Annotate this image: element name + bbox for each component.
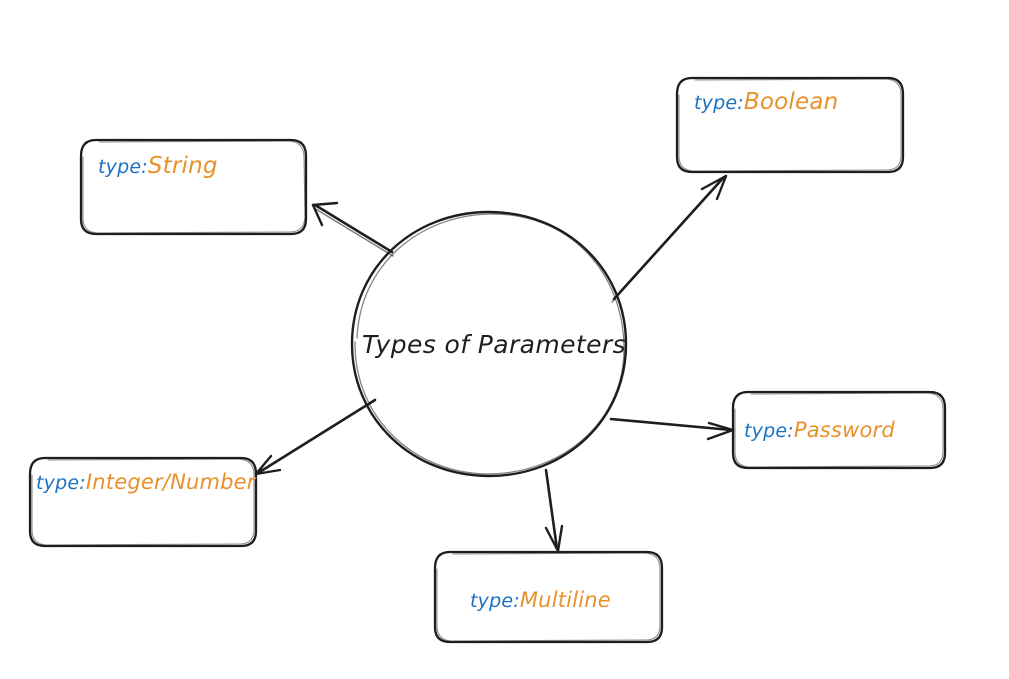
arrow-center-to-multiline	[544, 468, 564, 553]
arrow-center-to-password	[609, 417, 735, 441]
node-integer-number-box[interactable]	[28, 456, 258, 548]
node-password-box[interactable]	[731, 390, 947, 470]
arrow-center-to-boolean	[611, 174, 728, 303]
node-boolean-box[interactable]	[675, 76, 905, 174]
arrow-center-to-integer-number	[254, 398, 377, 476]
node-string-box[interactable]	[79, 138, 308, 236]
node-multiline-box[interactable]	[433, 550, 664, 644]
center-node-circle[interactable]	[350, 210, 628, 478]
arrow-center-to-string	[311, 201, 394, 257]
